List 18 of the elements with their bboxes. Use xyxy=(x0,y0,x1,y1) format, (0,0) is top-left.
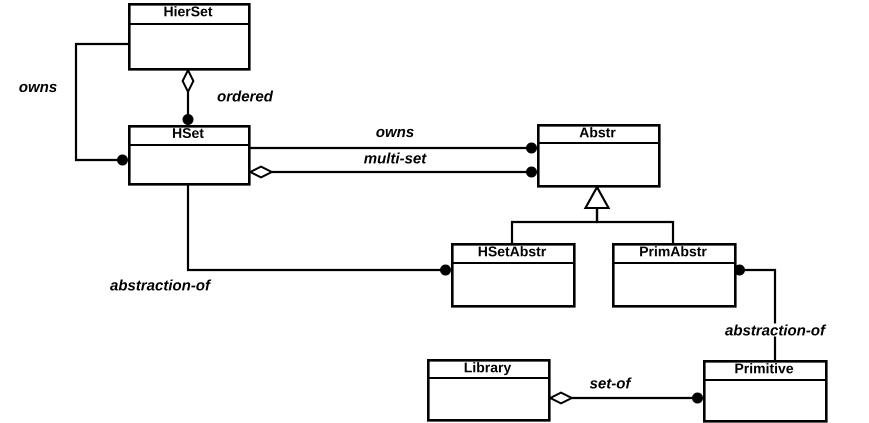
association-line xyxy=(74,42,128,166)
edge-label: multi-set xyxy=(362,152,428,164)
edge-label: set-of xyxy=(588,376,632,390)
edge-label: ordered xyxy=(216,90,274,102)
class-box: HierSet xyxy=(128,3,251,71)
association-line xyxy=(186,183,452,276)
class-box: Library xyxy=(427,359,551,422)
edge-label: abstraction-of xyxy=(724,324,826,336)
edge-label: owns xyxy=(374,128,416,138)
edge-label: owns xyxy=(18,82,58,94)
association-line xyxy=(248,142,537,154)
edge-label: abstraction-of xyxy=(109,278,212,292)
class-box: Primitive xyxy=(703,360,828,423)
class-box: HSet xyxy=(128,125,251,186)
class-box: Abstr xyxy=(537,124,661,188)
association-line xyxy=(734,264,776,360)
class-box: HSetAbstr xyxy=(451,243,576,308)
class-box: PrimAbstr xyxy=(612,243,737,308)
